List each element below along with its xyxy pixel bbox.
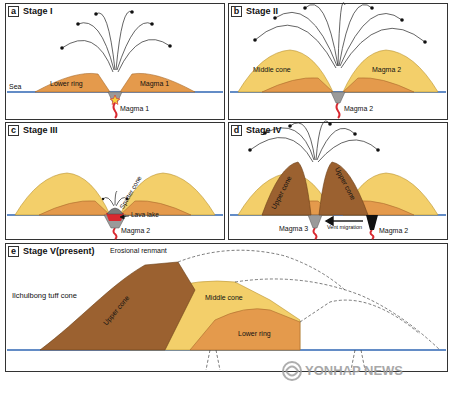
stage-title: Stage V(present) bbox=[23, 246, 95, 257]
watermark: YONHAP NEWS bbox=[305, 364, 403, 377]
layer-label: Middle cone bbox=[253, 66, 291, 73]
stage-title: Stage IV bbox=[246, 125, 282, 136]
magma-label: Magma 3 bbox=[279, 225, 308, 232]
sea-label: Sea bbox=[9, 83, 21, 90]
stage-panel: e Stage V(present) bbox=[5, 243, 448, 372]
magma-label: Magma 2 bbox=[344, 105, 373, 112]
stage-panel: a Stage I bbox=[5, 3, 225, 120]
layer-label: Lower ring bbox=[238, 330, 271, 337]
panel-letter: b bbox=[231, 6, 242, 17]
feature-label: Ilchulbong tuff cone bbox=[12, 292, 77, 300]
panel-letter: a bbox=[8, 6, 19, 17]
layer-label: Lower ring bbox=[50, 80, 83, 87]
feature-label: Lava lake bbox=[131, 212, 159, 219]
panel-letter: d bbox=[231, 125, 242, 136]
magma-label: Magma 2 bbox=[372, 66, 401, 73]
stage-title: Stage I bbox=[23, 6, 53, 17]
process-label: Vent migration bbox=[327, 225, 362, 231]
stage-panel: c Stage III bbox=[5, 122, 225, 240]
panel-letter: c bbox=[8, 125, 19, 136]
stage-title: Stage II bbox=[246, 6, 278, 17]
magma-label: Magma 1 bbox=[120, 105, 149, 112]
stage-panel: d Stage IV bbox=[228, 122, 448, 240]
layer-label: Middle cone bbox=[205, 294, 243, 301]
magma-label: Magma 2 bbox=[121, 227, 150, 234]
magma-label: Magma 1 bbox=[140, 80, 169, 87]
magma-label: Magma 2 bbox=[379, 227, 408, 234]
feature-label: Erosional renmant bbox=[110, 247, 167, 254]
stage-title: Stage III bbox=[23, 125, 58, 136]
panel-letter: e bbox=[8, 246, 19, 257]
stage-panel: b Stage II bbox=[228, 3, 448, 120]
